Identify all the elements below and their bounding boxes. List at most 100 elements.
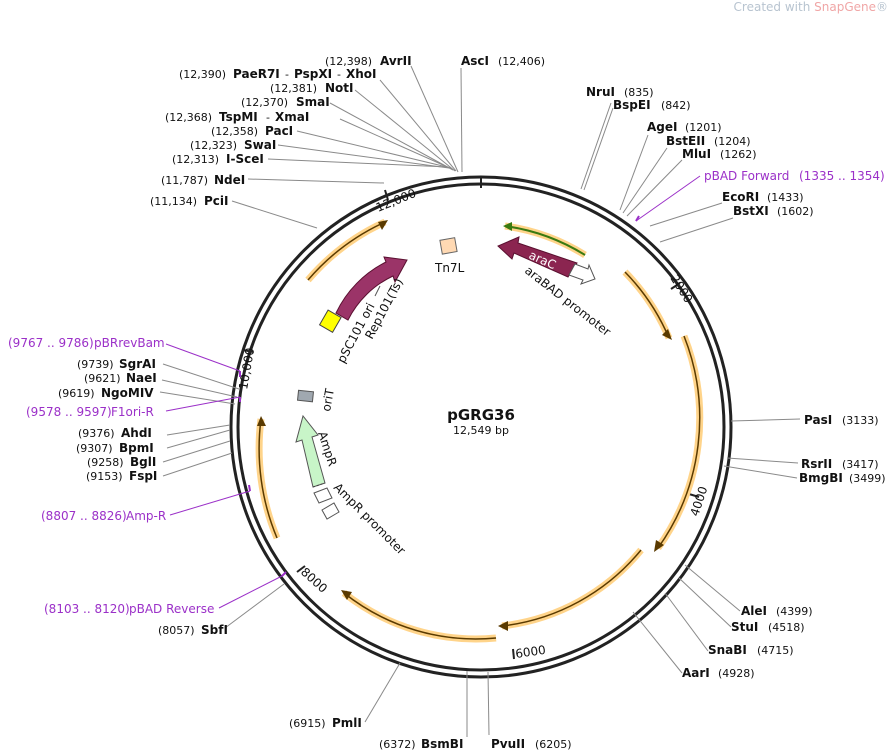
site-bgli: BglI (130, 455, 156, 469)
site-pcii: PciI (204, 194, 229, 208)
site-mlui: MluI (682, 147, 711, 161)
orf-arc-2 (654, 334, 704, 552)
site-bspei-pos: (842) (661, 99, 691, 112)
site-avrii-pos: (12,398) (325, 55, 372, 68)
site-agei-pos: (1201) (685, 121, 722, 134)
site-ndei-pos: (11,787) (161, 174, 208, 187)
site-avrii: AvrII (380, 54, 412, 68)
orit-feature: oriT (296, 387, 337, 413)
site-bpmi: BpmI (119, 441, 154, 455)
tn7l-label: Tn7L (434, 261, 465, 275)
site-sbfi-pos: (8057) (158, 624, 195, 637)
site-sep-2: - (337, 68, 341, 81)
site-rsrii: RsrII (801, 457, 832, 471)
orf-arc-5 (255, 416, 281, 540)
ampr-promoter-feature: AmpR promoter (313, 480, 408, 558)
site-fspi-pos: (9153) (86, 470, 123, 483)
orf-arc-6 (305, 218, 388, 283)
site-tspmi-pos: (12,368) (165, 111, 212, 124)
site-pvuii-pos: (6205) (535, 738, 572, 751)
tick-6000: 6000 (514, 643, 546, 661)
orf-arc-1 (622, 269, 673, 340)
orf-arc-3 (498, 547, 644, 631)
site-sep-1: - (285, 68, 289, 81)
site-bmgbi: BmgBI (799, 471, 843, 485)
site-snabi-pos: (4715) (757, 644, 794, 657)
site-ecori: EcoRI (722, 190, 759, 204)
site-asci: AscI (461, 54, 489, 68)
primer-f1ori-r: F1ori-R (111, 405, 154, 419)
primer-pbad-forward-range: (1335 .. 1354) (799, 169, 885, 183)
orit-label: oriT (319, 387, 337, 413)
site-mlui-pos: (1262) (720, 148, 757, 161)
primer-pbad-reverse-range: (8103 .. 8120) (44, 602, 130, 616)
site-naei-pos: (9621) (84, 372, 121, 385)
site-bstxi-pos: (1602) (777, 205, 814, 218)
site-rsrii-pos: (3417) (842, 458, 879, 471)
site-i-scei-pos: (12,313) (172, 153, 219, 166)
site-i-scei: I-SceI (226, 152, 264, 166)
arac-orf-arc (503, 222, 587, 258)
site-paer7i: PaeR7I (233, 67, 280, 81)
site-smai-pos: (12,370) (241, 96, 288, 109)
primer-pbad-forward: pBAD Forward (704, 169, 789, 183)
site-bspei: BspEI (613, 98, 651, 112)
site-alei-pos: (4399) (776, 605, 813, 618)
tick-10000: 10,000 (236, 347, 257, 391)
plasmid-length: 12,549 bp (453, 424, 509, 437)
primer-marks (239, 215, 640, 577)
primer-amp-r: Amp-R (126, 509, 166, 523)
site-smai: SmaI (296, 95, 330, 109)
site-paecr-pos: (12,390) (179, 68, 226, 81)
site-paci: PacI (265, 124, 293, 138)
site-ndei: NdeI (214, 173, 245, 187)
site-pasi-pos: (3133) (842, 414, 879, 427)
plasmid-name: pGRG36 (447, 406, 515, 424)
site-nrui-pos: (835) (624, 86, 654, 99)
primer-pbrrevbam-range: (9767 .. 9786) (8, 336, 94, 350)
site-ecori-pos: (1433) (767, 191, 804, 204)
ampr-promoter-label: AmpR promoter (331, 480, 408, 557)
rep101-feature: Rep101(Ts) (335, 256, 408, 341)
tn7l-feature: Tn7L (434, 237, 465, 275)
site-bgli-pos: (9258) (87, 456, 124, 469)
site-agei: AgeI (647, 120, 677, 134)
site-xmai: XmaI (275, 110, 309, 124)
site-ngomiv-pos: (9619) (58, 387, 95, 400)
site-pspxi: PspXI (294, 67, 332, 81)
site-tspmi: TspMI (219, 110, 258, 124)
site-ahdi: AhdI (121, 426, 152, 440)
site-pasi: PasI (804, 413, 832, 427)
site-alei: AleI (741, 604, 767, 618)
site-pcii-pos: (11,134) (150, 195, 197, 208)
site-sep-3: - (266, 111, 270, 124)
site-asci-pos: (12,406) (498, 55, 545, 68)
site-sgrai-pos: (9739) (77, 358, 114, 371)
site-ngomiv: NgoMIV (101, 386, 154, 400)
primer-pbad-reverse: pBAD Reverse (129, 602, 214, 616)
site-bsmbi-pos: (6372) (379, 738, 416, 751)
orf-arcs (255, 218, 704, 643)
primer-amp-r-range: (8807 .. 8826) (41, 509, 127, 523)
site-xhoi: XhoI (346, 67, 377, 81)
site-pmli: PmlI (332, 716, 362, 730)
site-bsteii-pos: (1204) (714, 135, 751, 148)
site-stui: StuI (731, 620, 758, 634)
site-pvuii: PvuII (491, 737, 525, 751)
site-swai-pos: (12,323) (190, 139, 237, 152)
site-nrui: NruI (586, 85, 615, 99)
site-aari-pos: (4928) (718, 667, 755, 680)
site-bsteii: BstEII (666, 134, 705, 148)
ampr-feature: AmpR (295, 414, 340, 488)
site-bsmbi: BsmBI (421, 737, 463, 751)
site-snabi: SnaBI (708, 643, 747, 657)
site-noti: NotI (325, 81, 354, 95)
primer-leaders (165, 175, 701, 609)
site-noti-pos: (12,381) (270, 82, 317, 95)
primer-pbrrevbam: pBRrevBam (94, 336, 165, 350)
site-stui-pos: (4518) (768, 621, 805, 634)
orf-arc-4 (341, 590, 497, 643)
enzyme-labels-right: AscI (12,406) NruI (835) BspEI (842) Age… (461, 54, 886, 751)
site-pmli-pos: (6915) (289, 717, 326, 730)
